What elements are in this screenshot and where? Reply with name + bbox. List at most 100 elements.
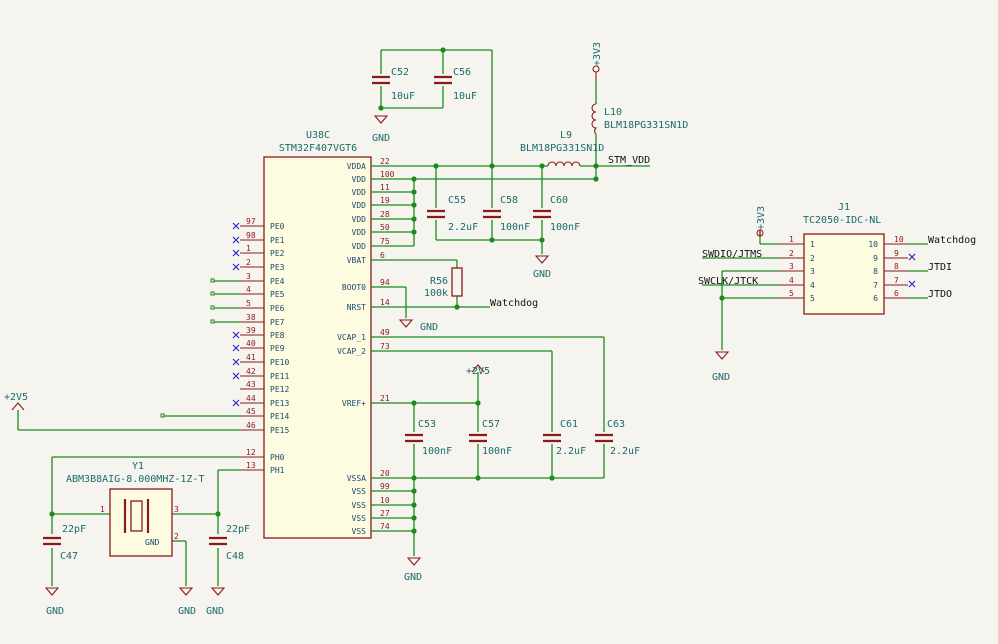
mcu-pin-number: 1 xyxy=(246,244,251,253)
c61-value: 2.2uF xyxy=(556,446,586,457)
mcu-pin-number: 38 xyxy=(246,313,256,322)
inductor-l9[interactable]: L9 BLM18PG331SN1D xyxy=(520,130,604,167)
j1-pin-number: 10 xyxy=(894,235,904,244)
j1-pin-name: 8 xyxy=(873,267,878,276)
mcu-pin-number: 97 xyxy=(246,217,256,226)
mcu-pin-name: PE14 xyxy=(270,412,289,421)
cap-c57[interactable]: C57 100nF xyxy=(469,419,512,457)
l9-ref: L9 xyxy=(560,130,572,141)
j1-pin-3[interactable]: 33 xyxy=(780,262,815,276)
p3v3-top-label: +3V3 xyxy=(592,42,603,66)
j1-pin-6[interactable]: 66 xyxy=(873,289,908,303)
j1-pin-8[interactable]: 88 xyxy=(873,262,908,276)
net-stm-vdd: STM_VDD xyxy=(608,155,650,166)
mcu-pin-name: PE6 xyxy=(270,304,285,313)
resistor-r56[interactable]: R56 100k xyxy=(424,267,463,299)
mcu-pin-name: PE1 xyxy=(270,236,285,245)
c61-ref: C61 xyxy=(560,419,578,430)
r56-ref: R56 xyxy=(430,276,448,287)
cap-c48[interactable]: 22pF C48 xyxy=(209,524,250,562)
gnd-symbol-boot0: GND xyxy=(398,319,438,333)
mcu-pin-number: 45 xyxy=(246,407,256,416)
power-2v5-left: +2V5 xyxy=(4,392,28,411)
mcu-pin-name: PE9 xyxy=(270,344,285,353)
mcu-pin-number: 28 xyxy=(380,210,390,219)
j1-pin-4[interactable]: 44 xyxy=(780,276,815,290)
j1-pin-7[interactable]: 77 xyxy=(873,276,908,290)
cap-c60[interactable]: C60 100nF xyxy=(533,195,580,233)
gnd-vss-label: GND xyxy=(404,572,422,583)
gnd-symbol-top: GND xyxy=(372,115,390,144)
power-3v3-top: +3V3 xyxy=(592,42,603,80)
c55-value: 2.2uF xyxy=(448,222,478,233)
mcu-pin-number: 2 xyxy=(246,258,251,267)
mcu-pin-number: 94 xyxy=(380,278,390,287)
mcu-pin-number: 13 xyxy=(246,461,256,470)
y1-pin2: 2 xyxy=(174,532,179,541)
mcu-pin-name: PE4 xyxy=(270,277,285,286)
net-swdio: SWDIO/JTMS xyxy=(702,249,762,260)
cap-c56[interactable]: C56 10uF xyxy=(434,67,477,102)
cap-c55[interactable]: C55 2.2uF xyxy=(427,195,478,233)
j1-pin-2[interactable]: 22 xyxy=(780,249,815,263)
j1-pin-5[interactable]: 55 xyxy=(780,289,815,303)
l9-value: BLM18PG331SN1D xyxy=(520,143,604,154)
cap-c53[interactable]: C53 100nF xyxy=(405,419,452,457)
mcu-pin-name: PE12 xyxy=(270,385,289,394)
cap-c63[interactable]: C63 2.2uF xyxy=(595,419,640,457)
y1-value: ABM3B8AIG-8.000MHZ-1Z-T xyxy=(66,474,204,485)
l10-ref: L10 xyxy=(604,107,622,118)
c53-ref: C53 xyxy=(418,419,436,430)
mcu-u38c[interactable]: U38C STM32F407VGT6 97PE098PE11PE22PE33PE… xyxy=(232,130,395,539)
gnd-symbol-c60: GND xyxy=(533,255,551,280)
j1-value: TC2050-IDC-NL xyxy=(803,215,881,226)
cap-c52[interactable]: C52 10uF xyxy=(372,67,415,102)
net-jtdo: JTDO xyxy=(928,289,952,300)
c55-ref: C55 xyxy=(448,195,466,206)
power-2v5-vref: +2V5 xyxy=(466,364,490,377)
mcu-pin-name: VBAT xyxy=(347,256,366,265)
mcu-value: STM32F407VGT6 xyxy=(279,143,357,154)
cap-c47[interactable]: 22pF C47 xyxy=(43,524,86,562)
no-connect-marker xyxy=(232,263,240,271)
mcu-pin-number: 40 xyxy=(246,339,256,348)
mcu-pin-name: VSS xyxy=(352,514,367,523)
cap-c58[interactable]: C58 100nF xyxy=(483,195,530,233)
mcu-pin-name: PE10 xyxy=(270,358,289,367)
mcu-pin-number: 20 xyxy=(380,469,390,478)
cap-c61[interactable]: C61 2.2uF xyxy=(543,419,586,457)
wiring-crystal xyxy=(49,456,240,586)
j1-pin-name: 4 xyxy=(810,281,815,290)
mcu-pin-name: PE8 xyxy=(270,331,285,340)
mcu-pin-name: VDD xyxy=(352,175,367,184)
no-connect-marker xyxy=(232,399,240,407)
crystal-y1[interactable]: Y1 ABM3B8AIG-8.000MHZ-1Z-T 1 3 2 GND xyxy=(66,461,204,557)
mcu-pin-name: VDDA xyxy=(347,162,366,171)
j1-pin-1[interactable]: 11 xyxy=(780,235,815,249)
mcu-pin-number: 39 xyxy=(246,326,256,335)
no-connect-marker xyxy=(232,372,240,380)
j1-pin-9[interactable]: 99 xyxy=(873,249,908,263)
inductor-l10[interactable]: L10 BLM18PG331SN1D xyxy=(591,103,688,135)
